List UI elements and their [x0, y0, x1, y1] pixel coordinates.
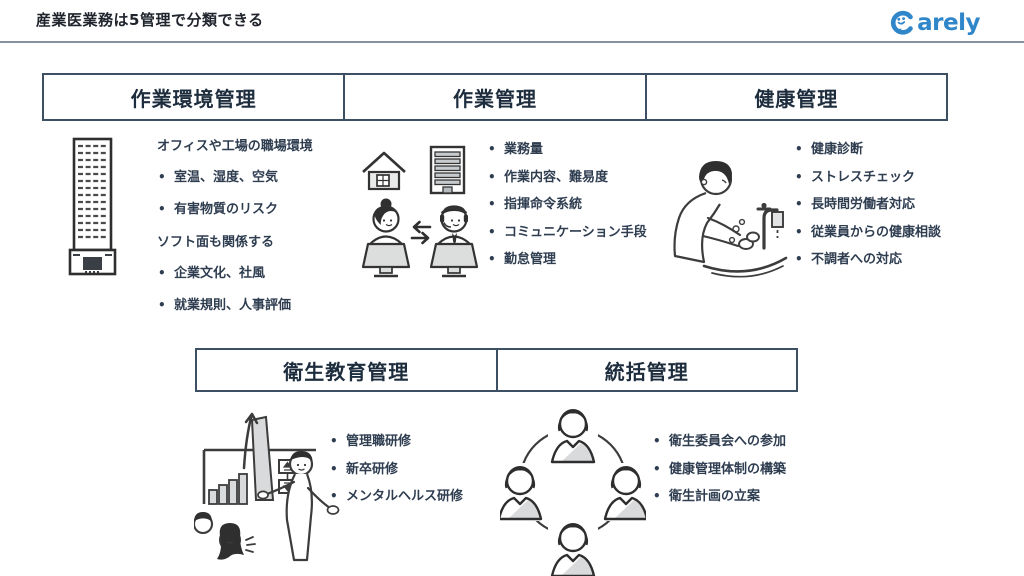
bullet-item: 長時間労働者対応	[794, 191, 941, 219]
section-header-work-management: 作業管理	[345, 75, 647, 119]
bullet-item: メンタルヘルス研修	[329, 483, 463, 511]
bullet-item: ストレスチェック	[794, 164, 941, 192]
carely-logo-icon	[891, 10, 913, 35]
bullet-item: 企業文化、社風	[157, 258, 291, 290]
header-divider	[0, 41, 1024, 43]
remote-workers-icon	[361, 145, 479, 278]
bullet-list-hygiene-education: 管理職研修 新卒研修 メンタルヘルス研修	[329, 428, 463, 511]
bottom-category-row: 衛生教育管理 統括管理	[195, 348, 798, 392]
bullet-item: 勤怠管理	[487, 246, 647, 274]
group-heading: ソフト面も関係する	[157, 235, 275, 250]
bullet-item: 管理職研修	[329, 428, 463, 456]
office-building-icon	[68, 137, 117, 276]
bullet-item: 業務量	[487, 136, 647, 164]
bullet-list-work-management: 業務量 作業内容、難易度 指揮命令系統 コミュニケーション手段 勤怠管理	[487, 136, 647, 274]
bullet-list-general-management: 衛生委員会への参加 健康管理体制の構築 衛生計画の立案	[652, 428, 786, 511]
carely-logo-text: arely	[917, 9, 980, 36]
bullet-item: 指揮命令系統	[487, 191, 647, 219]
top-category-row: 作業環境管理 作業管理 健康管理	[42, 73, 948, 121]
bullet-item: 新卒研修	[329, 456, 463, 484]
bullet-item: コミュニケーション手段	[487, 219, 647, 247]
bullet-item: 衛生委員会への参加	[652, 428, 786, 456]
bullet-list-work-environment-2: 企業文化、社風 就業規則、人事評価	[157, 258, 291, 321]
bullet-item: 健康管理体制の構築	[652, 456, 786, 484]
hand-washing-icon	[673, 161, 788, 278]
team-circle-icon	[500, 404, 646, 576]
bullet-item: 作業内容、難易度	[487, 164, 647, 192]
bullet-item: 不調者への対応	[794, 246, 941, 274]
section-header-work-environment: 作業環境管理	[44, 75, 346, 119]
bullet-list-work-environment-1: 室温、湿度、空気 有害物質のリスク	[157, 162, 278, 225]
carely-logo: arely	[889, 9, 980, 36]
bullet-item: 健康診断	[794, 136, 941, 164]
page-title: 産業医業務は5管理で分類できる	[36, 11, 264, 29]
section-header-hygiene-education: 衛生教育管理	[197, 350, 498, 390]
training-presentation-icon	[194, 412, 340, 562]
bullet-item: 就業規則、人事評価	[157, 290, 291, 322]
bullet-item: 従業員からの健康相談	[794, 219, 941, 247]
bullet-list-health-management: 健康診断 ストレスチェック 長時間労働者対応 従業員からの健康相談 不調者への対…	[794, 136, 941, 274]
group-heading: オフィスや工場の職場環境	[157, 139, 313, 154]
bullet-item: 有害物質のリスク	[157, 194, 278, 226]
section-header-health-management: 健康管理	[754, 86, 839, 111]
section-header-general-management: 統括管理	[604, 359, 689, 384]
bullet-item: 衛生計画の立案	[652, 483, 786, 511]
bullet-item: 室温、湿度、空気	[157, 162, 278, 194]
